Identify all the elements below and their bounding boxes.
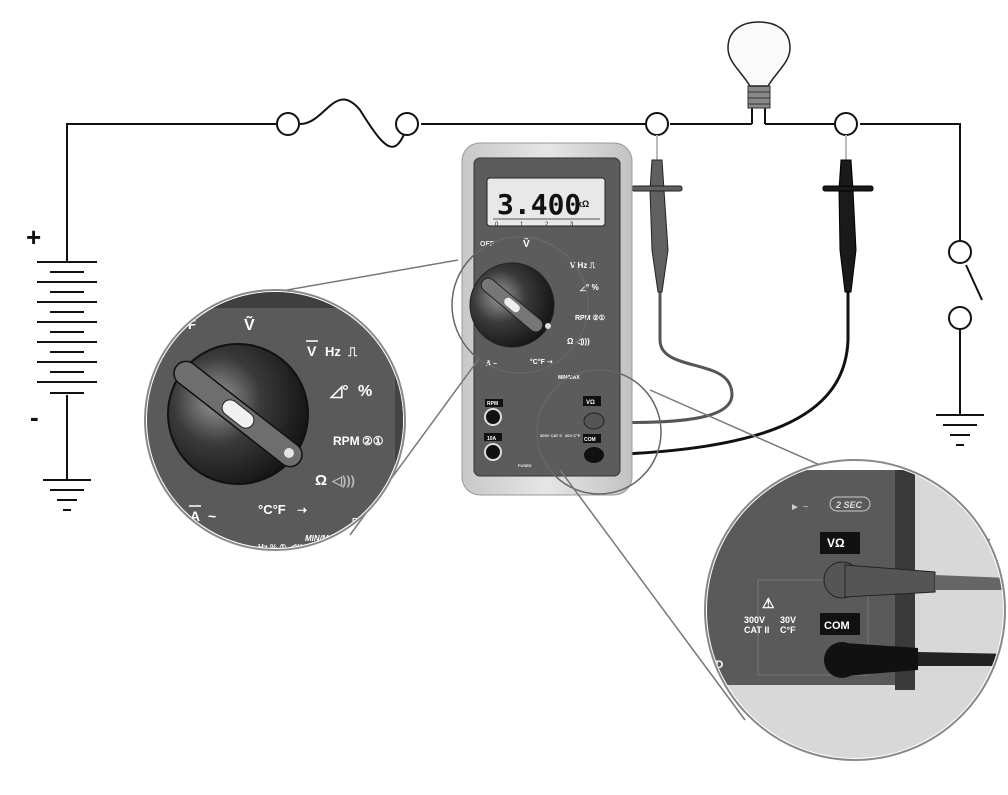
meter-jack-label-com: COM [584, 437, 596, 443]
lamp-terminal-right [834, 112, 858, 136]
meter-fused-label: FUSED [518, 463, 532, 468]
jack-zoom-view: 2 SEC ► ~ VΩ COM ⚠ 300V CAT II 30V C°F E… [704, 459, 1006, 761]
battery-plus-label: + [26, 222, 41, 252]
zoom-dial-temp: °C°F [258, 502, 286, 517]
dial-highlight-circle [451, 236, 589, 374]
meter-scale-tick-3: 3 [570, 222, 574, 228]
meter-red-plug [583, 412, 605, 430]
zoom-com-label: COM [824, 620, 850, 632]
dial-zoom-view: FF Ṽ V Hz ⎍ ◿° % RPM ②① Ω ◁))) °C°F ➝ A … [144, 289, 406, 552]
switch-terminal-bottom [948, 306, 972, 330]
switch-terminal-top [948, 240, 972, 264]
zoom-temp-unit: C°F [780, 625, 796, 635]
ground-icon-left [43, 479, 91, 511]
meter-label-ohm: Ω ◁))) [567, 337, 590, 346]
zoom-dial-minmax: MIN/MAX [305, 534, 340, 543]
wire-terminals [276, 112, 972, 330]
meter-display-unit: kΩ [577, 199, 589, 209]
meter-display-value: 3.400 [497, 188, 581, 221]
black-test-lead [599, 135, 874, 457]
meter-jack-label-rpm: RPM [487, 401, 498, 407]
zoom-arrow-fragment: ► ~ [790, 502, 809, 513]
zoom-dial-vac: Ṽ [244, 314, 255, 334]
meter-jack-label-10a: 10A [487, 436, 497, 442]
meter-label-amps: Ā ~ [486, 360, 497, 368]
meter-label-diode: ◿° % [579, 283, 599, 292]
meter-jack-10a[interactable] [484, 443, 502, 461]
lamp-terminal-left [645, 112, 669, 136]
meter-scale-tick-0: 0 [495, 222, 499, 228]
zoom-dial-rpm: RPM [333, 434, 360, 448]
zoom-cat-class: CAT II [744, 625, 769, 635]
jack-highlight-circle [536, 369, 662, 495]
meter-lcd [486, 177, 606, 227]
zoom-dial-pulse: ⎍ [348, 344, 358, 359]
zoom-temp-rating: 30V [780, 615, 796, 625]
zoom-dial-sound: ◁))) [331, 473, 355, 488]
zoom-dial-pct: % [358, 383, 372, 400]
ground-icon-right [936, 414, 984, 446]
meter-cat-label: 300V CAT II [540, 433, 562, 438]
fuse-terminal-right [395, 112, 419, 136]
zoom-cat-rating: 300V [744, 615, 765, 625]
zoom-dial-temp-arrow: ➝ [297, 503, 307, 517]
meter-scale-tick-2: 2 [545, 222, 549, 228]
zoom-warning-icon: ⚠ [762, 595, 775, 611]
meter-label-temp: °C°F ➝ [530, 358, 553, 366]
zoom-black-plug [824, 642, 1003, 678]
zoom-dial-rpm-icons: ②① [362, 434, 384, 448]
meter-jack-label-vohm: VΩ [586, 400, 595, 406]
zoom-dial-amps: A [190, 508, 200, 524]
zoom-dial-ohm: Ω [315, 472, 327, 489]
meter-scale-tick-1: 1 [520, 222, 524, 228]
meter-black-plug [584, 447, 604, 463]
meter-label-vac: Ṽ [523, 237, 530, 250]
meter-jack-rpm[interactable] [484, 408, 502, 426]
zoom-red-plug [823, 561, 1003, 599]
meter-tc-label: 30V C°F [565, 433, 581, 438]
zoom-dial-diode: ◿° [329, 383, 349, 400]
meter-label-vdc-hz: V Hz ⎍ [570, 261, 596, 270]
zoom-vohm-label: VΩ [827, 536, 845, 550]
light-bulb-icon [727, 21, 791, 124]
red-test-lead [599, 135, 734, 424]
zoom-dial-hz: Hz [325, 344, 341, 359]
circuit-wiring [66, 98, 983, 480]
battery-minus-label: - [30, 402, 39, 432]
meter-label-rpm: RPM ②① [575, 314, 605, 322]
battery-icon [37, 261, 97, 394]
multimeter: 3.400 kΩ 0 1 2 3 OFF Ṽ V Hz ⎍ ◿° % RPM ②… [461, 142, 633, 496]
zoom-dial-bottom-row: Hz % ① ◁))) ➝ [258, 543, 312, 552]
zoom-dial-ac: ~ [208, 508, 216, 524]
zoom-dial-vdc: V [307, 343, 317, 359]
zoom-timer-label: 2 SEC [835, 500, 863, 510]
fuse-terminal-left [276, 112, 300, 136]
